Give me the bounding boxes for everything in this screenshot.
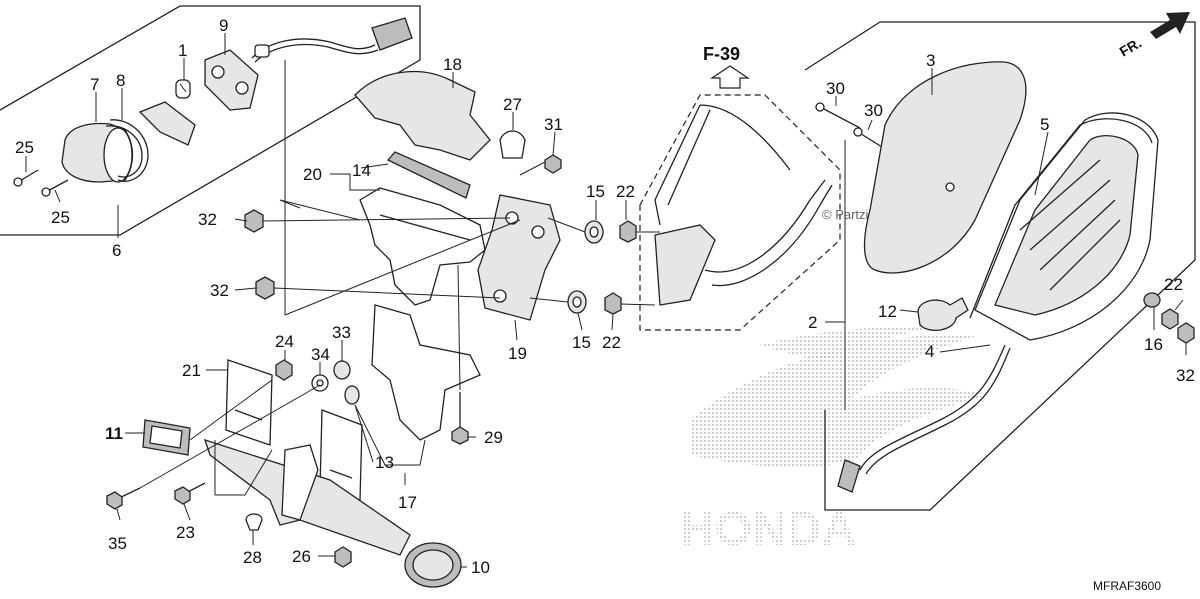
part-29-bolt[interactable]: [451, 392, 469, 445]
part-32-flange-nut-a[interactable]: [244, 209, 264, 233]
part-5-tail-housing[interactable]: [974, 112, 1159, 341]
callout-27[interactable]: 27: [503, 95, 522, 114]
part-12-bulb[interactable]: [917, 297, 969, 331]
tail-light-harness: [837, 344, 1011, 493]
callout-21[interactable]: 21: [182, 361, 201, 380]
group-frame-6: [0, 5, 421, 236]
callout-23[interactable]: 23: [176, 523, 195, 542]
part-32-flange-nut-c[interactable]: [1177, 322, 1195, 344]
callout-22b[interactable]: 22: [602, 333, 621, 352]
callout-17[interactable]: 17: [398, 493, 417, 512]
part-3-tail-lens[interactable]: [863, 61, 1027, 274]
reference-frame-f39: [639, 94, 841, 331]
callout-15a[interactable]: 15: [586, 182, 605, 201]
part-9-socket-harness[interactable]: [204, 17, 413, 111]
callout-1[interactable]: 1: [178, 41, 187, 60]
part-31-nut[interactable]: [544, 154, 562, 174]
part-28-rivet[interactable]: [245, 513, 263, 531]
callout-9[interactable]: 9: [219, 16, 228, 35]
brand-mark: HONDA: [680, 503, 856, 556]
part-19-hole-c: [493, 289, 507, 303]
part-21-plate-bracket[interactable]: [203, 359, 411, 556]
part-35-bolt[interactable]: [106, 487, 141, 510]
part-26-nut[interactable]: [334, 546, 352, 568]
callout-25a[interactable]: 25: [15, 138, 34, 157]
callout-29[interactable]: 29: [484, 428, 503, 447]
callout-14[interactable]: 14: [352, 161, 371, 180]
part-reflector-strip[interactable]: [138, 101, 196, 146]
part-19-plate-bracket[interactable]: [477, 194, 561, 321]
leader-lines: [25, 33, 1187, 568]
callout-15b[interactable]: 15: [572, 333, 591, 352]
part-24-nut[interactable]: [275, 359, 293, 381]
part-25-screw-a[interactable]: [13, 169, 39, 187]
diagram-code: MFRAF3600: [1093, 579, 1161, 593]
callout-34[interactable]: 34: [311, 345, 330, 364]
callout-30b[interactable]: 30: [864, 101, 883, 120]
callout-7[interactable]: 7: [90, 75, 99, 94]
callout-35[interactable]: 35: [108, 534, 127, 553]
callout-22a[interactable]: 22: [616, 182, 635, 201]
up-arrow-icon: [710, 65, 750, 89]
group-frame-2: [804, 21, 1196, 511]
part-4-gasket[interactable]: [969, 118, 1153, 319]
callout-11[interactable]: 11: [105, 424, 123, 443]
part-8-gasket[interactable]: [105, 119, 149, 182]
front-label: FR.: [1117, 35, 1145, 60]
callout-5[interactable]: 5: [1040, 115, 1049, 134]
callout-4[interactable]: 4: [925, 342, 934, 361]
part-22-nut-a[interactable]: [619, 220, 637, 243]
arrow-right-icon: [1150, 12, 1190, 39]
reference-frame-part: [654, 104, 833, 306]
callout-31[interactable]: 31: [544, 115, 563, 134]
callout-2[interactable]: 2: [808, 313, 817, 332]
part-22-nut-c[interactable]: [1161, 308, 1179, 330]
front-direction-indicator: FR.: [1117, 12, 1190, 60]
callout-30a[interactable]: 30: [826, 79, 845, 98]
part-22-nut-b[interactable]: [604, 292, 622, 315]
callout-25b[interactable]: 25: [51, 208, 70, 227]
part-20-main-bracket[interactable]: [359, 187, 486, 306]
callout-13[interactable]: 13: [375, 453, 394, 472]
part-33-collar[interactable]: [333, 360, 351, 380]
callout-28[interactable]: 28: [243, 548, 262, 567]
reference-label[interactable]: F-39: [703, 44, 740, 64]
part-13-collar[interactable]: [344, 385, 360, 405]
callout-32c[interactable]: 32: [1176, 366, 1195, 385]
part-3-hole: [945, 182, 955, 192]
part-7-lens[interactable]: [61, 122, 134, 183]
part-15-collar-a[interactable]: [584, 220, 604, 244]
part-11-license-light[interactable]: [142, 419, 191, 456]
callout-20[interactable]: 20: [303, 165, 322, 184]
part-15-collar-b[interactable]: [567, 290, 587, 314]
callout-labels: 1 2 3 4 5 6 7 8 9 10 11 12 13 14 15 15 1…: [15, 16, 1195, 577]
callout-32a[interactable]: 32: [198, 210, 217, 229]
part-16-grommet[interactable]: [1143, 292, 1161, 308]
callout-8[interactable]: 8: [116, 71, 125, 90]
part-19-hole-b: [531, 225, 545, 239]
callout-33[interactable]: 33: [332, 323, 351, 342]
part-18-fender-cover[interactable]: [354, 70, 491, 161]
callout-12[interactable]: 12: [878, 302, 897, 321]
callout-19[interactable]: 19: [508, 344, 527, 363]
part-30-screw-a[interactable]: [815, 102, 861, 129]
part-17-lower-bracket[interactable]: [371, 304, 481, 441]
part-32-flange-nut-b[interactable]: [255, 276, 275, 300]
callout-6[interactable]: 6: [112, 241, 121, 260]
honda-wing-watermark: HONDA: [680, 327, 990, 556]
callout-22c[interactable]: 22: [1164, 275, 1183, 294]
part-1-bulb[interactable]: [175, 79, 191, 99]
part-14-rubber-strip[interactable]: [386, 151, 471, 199]
callout-24[interactable]: 24: [275, 332, 294, 351]
callout-26[interactable]: 26: [292, 547, 311, 566]
callout-16[interactable]: 16: [1144, 335, 1163, 354]
callout-32b[interactable]: 32: [210, 281, 229, 300]
part-25-screw-b[interactable]: [41, 179, 69, 197]
callout-18[interactable]: 18: [443, 55, 462, 74]
part-23-bolt[interactable]: [174, 482, 206, 505]
callout-10[interactable]: 10: [471, 558, 490, 577]
part-10-reflector[interactable]: [404, 542, 462, 588]
callout-3[interactable]: 3: [926, 51, 935, 70]
